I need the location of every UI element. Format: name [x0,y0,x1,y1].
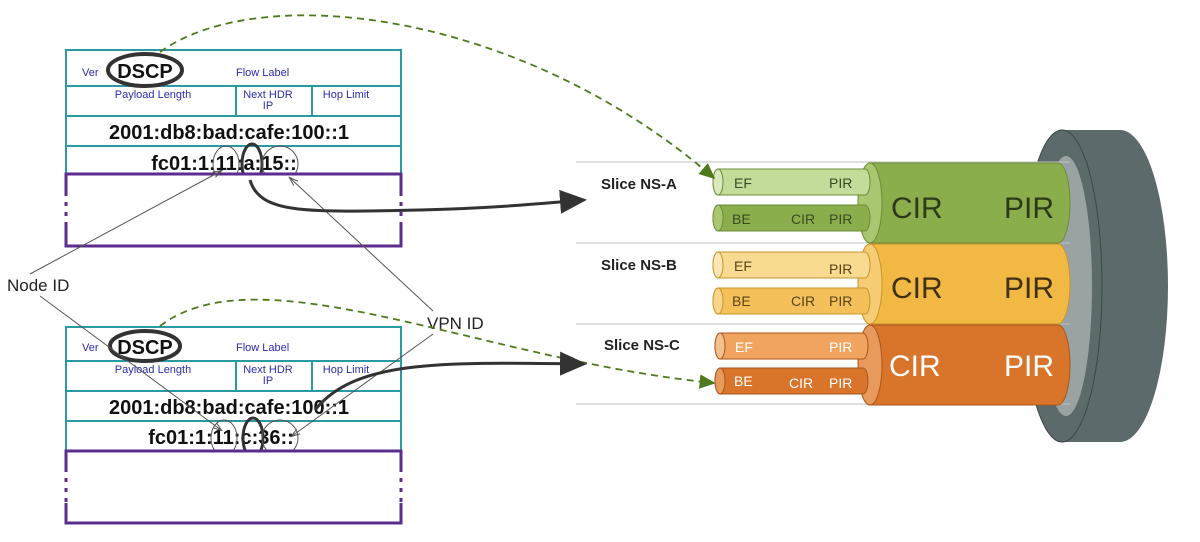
slice-ns-b: Slice NS-B EF PIR BE CIR PIR CIR PIR [601,243,1071,325]
ipv6-header-2: Ver DSCP Flow Label Payload Length Next … [64,326,403,525]
vpn-id-label: VPN ID [427,314,484,333]
be-label: BE [732,211,751,227]
slice-pir-label: PIR [1004,272,1054,305]
be-cir-label: CIR [791,211,815,227]
dscp-field: DSCP [117,337,173,359]
dscp-to-ef-arrow [159,14,716,180]
ef-label: EF [734,175,752,191]
header-frame [65,326,402,452]
be-pir-label: PIR [829,375,852,391]
be-label: BE [734,373,753,389]
slice-pir-label: PIR [1004,192,1054,225]
be-label: BE [732,293,751,309]
ef-subpipe-end [712,168,724,196]
next-hdr-field: Next HDR [243,364,293,376]
mapping-arrows [159,14,716,411]
ef-pir-label: PIR [829,175,852,191]
slice-cir-label: CIR [889,350,941,383]
next-hdr-field: Next HDR [243,89,293,101]
slice-name: Slice NS-B [601,257,677,274]
ef-label: EF [734,258,752,274]
ipv6-header-1: Ver DSCP Flow Label Payload Length Next … [64,49,403,248]
flow-label-field: Flow Label [236,342,289,354]
payload-length-field: Payload Length [115,364,191,376]
slice-ns-a: Slice NS-A EF PIR BE CIR PIR CIR PIR [601,162,1071,244]
vpn-id-leader [292,333,434,436]
ef-label: EF [735,339,753,355]
hop-limit-field: Hop Limit [323,89,369,101]
ver-field: Ver [82,342,99,354]
be-subpipe-end [714,367,726,395]
node-id-label: Node ID [7,276,69,295]
next-hdr-field-2: IP [263,375,273,387]
flow-label-field: Flow Label [236,67,289,79]
vpn-id-leader [290,178,434,312]
next-hdr-field-2: IP [263,100,273,112]
be-pir-label: PIR [829,293,852,309]
slice-name: Slice NS-A [601,176,677,193]
ver-field: Ver [82,67,99,79]
ef-subpipe-end [714,332,726,360]
dscp-highlight [108,329,182,363]
source-address: 2001:db8:bad:cafe:100::1 [109,122,349,144]
node-id-leader [29,171,221,275]
slice-ns-c: Slice NS-C EF PIR BE CIR PIR CIR PIR [604,324,1071,406]
ef-subpipe-end [712,251,724,279]
node-id-leader [39,295,221,430]
slice-a-steering-arrow [248,179,587,214]
hop-limit-field: Hop Limit [323,364,369,376]
source-address: 2001:db8:bad:cafe:100::1 [109,397,349,419]
slice-cir-label: CIR [891,272,943,305]
be-cir-label: CIR [791,293,815,309]
ef-pir-label: PIR [829,261,852,277]
payload-frame [64,449,403,525]
be-pir-label: PIR [829,211,852,227]
be-cir-label: CIR [789,375,813,391]
slice-c-steering-arrow [313,351,587,411]
dscp-field: DSCP [117,61,173,83]
dscp-highlight [106,52,184,88]
payload-length-field: Payload Length [115,89,191,101]
ef-pir-label: PIR [829,339,852,355]
destination-address: fc01:1:11:c:36:: [148,427,294,449]
be-subpipe-end [712,287,724,315]
slice-name: Slice NS-C [604,337,680,354]
destination-address: fc01:1:11:a:15:: [151,153,297,175]
dscp-to-be-arrow [159,298,716,389]
be-subpipe-end [712,204,724,232]
slice-pir-label: PIR [1004,350,1054,383]
callouts: Node ID VPN ID [7,171,484,436]
slice-cir-label: CIR [891,192,943,225]
